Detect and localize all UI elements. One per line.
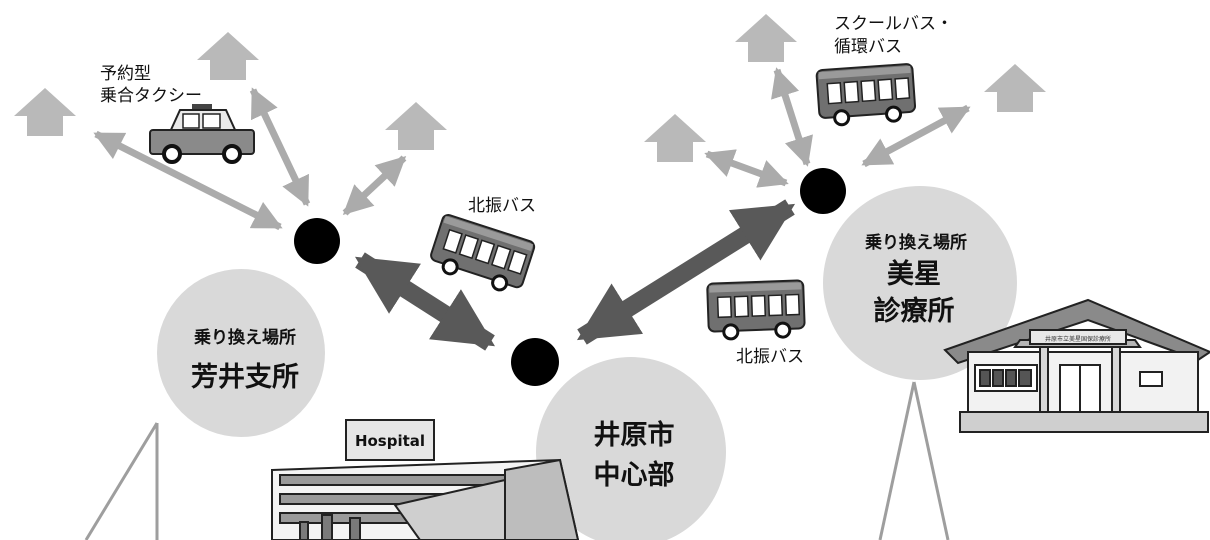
taxi-icon — [149, 104, 255, 164]
trunk-arrow-yoshii-center — [354, 252, 496, 351]
route-arrow — [771, 67, 813, 167]
house-icon — [14, 88, 76, 136]
hub-yoshii-caption: 乗り換え場所 — [193, 327, 296, 348]
hub-bisei-name-line1: 美星 — [887, 258, 941, 290]
hub-bisei-caption: 乗り換え場所 — [864, 232, 967, 253]
hospital-building: Hospital — [271, 419, 580, 540]
route-arrow — [249, 87, 311, 207]
hub-yoshii-name: 芳井支所 — [191, 362, 299, 393]
house-icon — [984, 64, 1046, 112]
road-lines — [84, 381, 950, 540]
label-reserve-taxi-line1: 予約型 — [100, 64, 151, 84]
local-route-arrows — [93, 67, 971, 231]
hub-center-name-line2: 中心部 — [594, 459, 675, 491]
label-school-bus-line1: スクールバス・ — [834, 14, 953, 34]
label-hokushin-bus-lower: 北振バス — [736, 347, 804, 367]
bus-icon-hokushin-upper — [425, 211, 538, 298]
hub-circle-center — [536, 357, 726, 540]
bus-icon-school — [814, 62, 918, 128]
house-icon — [644, 114, 706, 162]
trunk-arrow-center-bisei — [576, 199, 796, 345]
bus-icon-hokushin-lower — [705, 278, 807, 342]
route-arrow — [93, 130, 283, 231]
hub-center-name-line1: 井原市 — [594, 419, 675, 451]
node-center — [511, 338, 559, 386]
hospital-sign: Hospital — [355, 432, 425, 450]
label-reserve-taxi-line2: 乗合タクシー — [100, 86, 202, 106]
house-icon — [197, 32, 259, 80]
house-icon — [735, 14, 797, 62]
route-arrow — [861, 104, 971, 168]
route-arrow — [704, 149, 789, 188]
label-school-bus-line2: 循環バス — [834, 37, 902, 57]
trunk-route-arrows — [354, 199, 796, 351]
hub-bisei-name-line2: 診療所 — [874, 295, 955, 327]
node-bisei — [800, 168, 846, 214]
node-yoshii — [294, 218, 340, 264]
clinic-building: 井原市立美星国保診療所 — [943, 298, 1210, 433]
hub-circle-bisei — [823, 186, 1017, 380]
route-arrow — [342, 155, 407, 216]
hub-circle-yoshii — [157, 269, 325, 437]
label-hokushin-bus-upper: 北振バス — [468, 196, 536, 216]
house-icon — [385, 102, 447, 150]
clinic-sign: 井原市立美星国保診療所 — [1045, 335, 1111, 343]
